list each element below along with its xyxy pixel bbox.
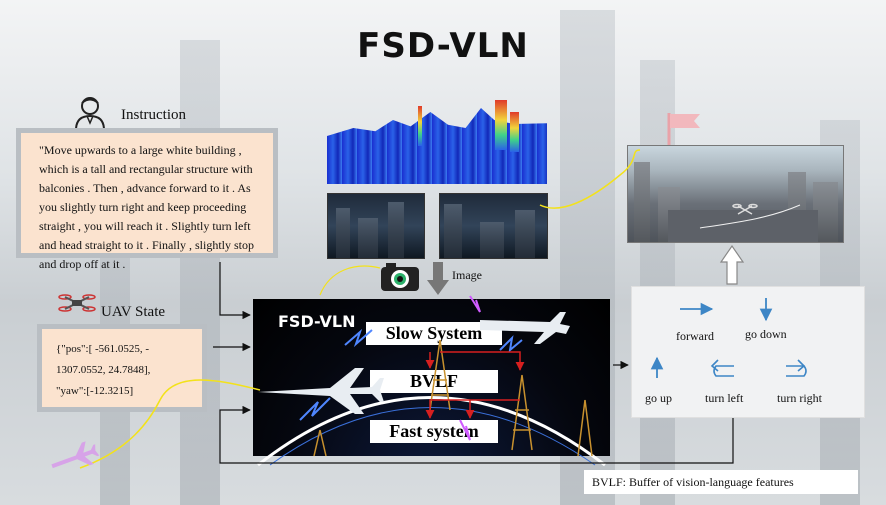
user-icon bbox=[74, 97, 106, 131]
airplane-icon bbox=[480, 312, 570, 344]
lightning-icon bbox=[459, 295, 481, 441]
action-go-down: go down bbox=[745, 327, 787, 341]
drone-icon bbox=[732, 203, 758, 215]
point-cloud-peak bbox=[418, 106, 422, 146]
lightning-icon bbox=[299, 328, 523, 421]
action-turn-left: turn left bbox=[705, 391, 744, 405]
action-turn-right: turn right bbox=[777, 391, 822, 405]
trajectory-line bbox=[79, 379, 261, 469]
uav-state-box: {"pos":[ -561.0525, - 1307.0552, 24.7848… bbox=[37, 324, 207, 412]
uav-state-line: {"pos":[ -561.0525, - bbox=[56, 343, 150, 355]
instruction-box: "Move upwards to a large white building … bbox=[16, 128, 278, 271]
goal-flag-icon bbox=[667, 113, 700, 145]
instruction-connector bbox=[219, 262, 251, 320]
turn-left-arrow-icon bbox=[713, 365, 734, 377]
drone-icon bbox=[58, 294, 96, 312]
uav-state-line: 1307.0552, 24.7848], bbox=[56, 364, 151, 376]
point-cloud-peak bbox=[510, 112, 519, 152]
action-space-panel bbox=[631, 286, 865, 418]
feedback-connector bbox=[219, 405, 734, 464]
slow-system-block: Slow System bbox=[366, 322, 502, 345]
background-tower bbox=[180, 40, 220, 505]
trajectory-line bbox=[539, 149, 641, 209]
scene-trajectory bbox=[699, 204, 801, 229]
fast-system-block: Fast system bbox=[370, 420, 498, 443]
tower-icon bbox=[313, 339, 593, 457]
bvlf-arrow bbox=[425, 399, 520, 419]
core-arc bbox=[257, 396, 606, 467]
uav-state-label: UAV State bbox=[101, 304, 166, 320]
environment-scene bbox=[627, 145, 844, 243]
bvlf-legend: BVLF: Buffer of vision-language features bbox=[584, 470, 858, 494]
core-panel-title: FSD-VLN bbox=[278, 312, 356, 331]
action-go-up: go up bbox=[645, 391, 672, 405]
airplane-icon bbox=[51, 441, 100, 469]
camera-frame bbox=[327, 193, 425, 259]
trajectory-line bbox=[319, 265, 381, 296]
diagram-title: FSD-VLN bbox=[357, 26, 529, 66]
instruction-label: Instruction bbox=[121, 107, 186, 123]
airplane-icon bbox=[258, 368, 384, 414]
bvlf-arrow bbox=[440, 351, 525, 371]
uav-state-line: "yaw":[-12.3215] bbox=[56, 385, 134, 397]
point-cloud-peak bbox=[495, 100, 507, 150]
camera-icon bbox=[381, 263, 419, 291]
image-label: Image bbox=[452, 268, 482, 282]
action-forward: forward bbox=[676, 329, 714, 343]
up-arrow-icon bbox=[719, 244, 745, 285]
instruction-text: "Move upwards to a large white building … bbox=[39, 143, 254, 271]
down-arrow-icon bbox=[427, 262, 449, 295]
core-arc bbox=[269, 407, 596, 466]
camera-frame bbox=[439, 193, 548, 259]
